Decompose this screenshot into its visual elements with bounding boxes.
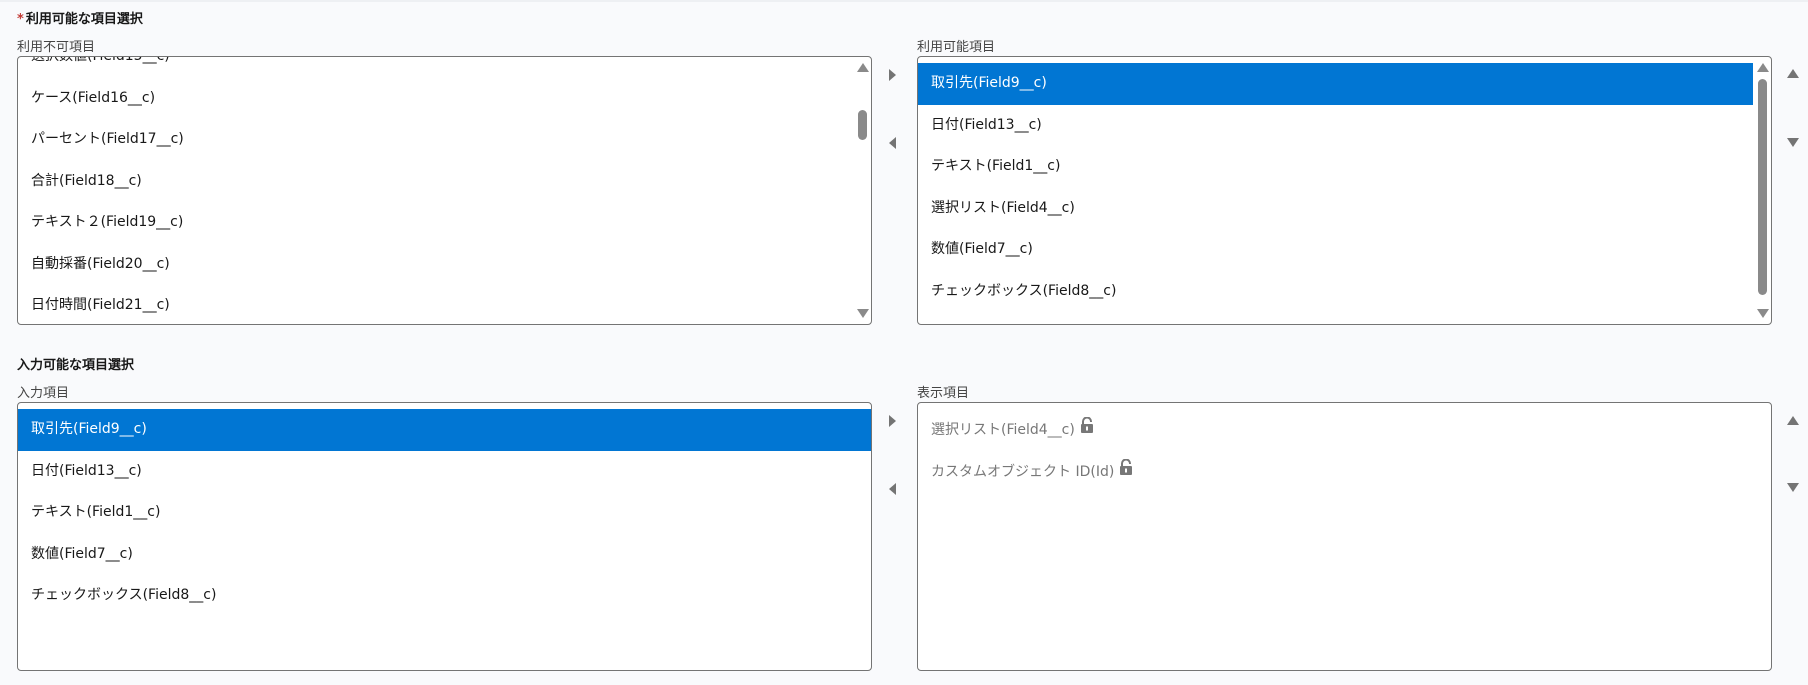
- list-item[interactable]: テキスト２(Field19__c): [18, 202, 871, 244]
- list-item[interactable]: 数値(Field7__c): [18, 534, 871, 576]
- list-item[interactable]: 選択リスト(Field4__c): [918, 409, 1771, 451]
- list-item[interactable]: 取引先(Field9__c): [18, 409, 871, 451]
- scroll-thumb[interactable]: [858, 110, 867, 140]
- list-item[interactable]: 自動採番(Field20__c): [18, 244, 871, 286]
- unavailable-list-label: 利用不可項目: [17, 40, 96, 55]
- list-item[interactable]: 日付(Field13__c): [918, 105, 1753, 147]
- list-item-label: 選択リスト(Field4__c): [931, 199, 1075, 216]
- available-list-label: 利用可能項目: [917, 40, 996, 55]
- list-item-label: テキスト(Field1__c): [931, 158, 1061, 174]
- list-item-label: 選択リスト(Field4__c): [931, 421, 1075, 438]
- list-item-label: パーセント(Field17__c): [31, 131, 184, 147]
- list-item-label: 取引先(Field9__c): [31, 421, 147, 437]
- list-item-label: 数値(Field7__c): [31, 545, 133, 562]
- list-item-label: テキスト２(Field19__c): [31, 214, 184, 230]
- move-right-button-2[interactable]: [889, 415, 896, 427]
- scrollbar[interactable]: [1755, 57, 1769, 324]
- list-item-partial[interactable]: [918, 312, 1753, 324]
- list-item-label: 選択数値(Field15__c): [31, 56, 170, 64]
- list-item[interactable]: テキスト(Field1__c): [18, 492, 871, 534]
- scrollbar[interactable]: [855, 57, 869, 324]
- list-item-label: 合計(Field18__c): [31, 172, 142, 189]
- list-item-label: ケース(Field16__c): [31, 89, 156, 106]
- list-item[interactable]: 日付時間(Field21__c): [18, 285, 871, 324]
- list-item-label: チェックボックス(Field8__c): [931, 282, 1117, 299]
- section-title-available-fields: *利用可能な項目選択: [17, 8, 143, 27]
- list-item-label: 取引先(Field9__c): [931, 75, 1047, 91]
- section-title-text: 利用可能な項目選択: [25, 12, 143, 27]
- list-item[interactable]: 数値(Field7__c): [918, 229, 1753, 271]
- move-right-button[interactable]: [889, 69, 896, 81]
- list-item[interactable]: パーセント(Field17__c): [18, 119, 871, 161]
- scroll-up-icon[interactable]: [1757, 63, 1769, 72]
- move-left-button-2[interactable]: [889, 483, 896, 495]
- list-item-label: 日付(Field13__c): [31, 462, 142, 479]
- list-item[interactable]: 選択リスト(Field4__c): [918, 188, 1753, 230]
- list-item-label: チェックボックス(Field8__c): [31, 587, 217, 603]
- section-title-input-fields: 入力可能な項目選択: [17, 358, 135, 373]
- move-left-button[interactable]: [889, 137, 896, 149]
- list-item[interactable]: 合計(Field18__c): [18, 161, 871, 203]
- list-item[interactable]: ケース(Field16__c): [18, 78, 871, 120]
- scroll-up-icon[interactable]: [857, 63, 869, 72]
- display-listbox[interactable]: 選択リスト(Field4__c) カスタムオブジェクト ID(Id): [917, 402, 1772, 671]
- list-item[interactable]: テキスト(Field1__c): [918, 146, 1753, 188]
- list-item[interactable]: 取引先(Field9__c): [918, 63, 1753, 105]
- list-item[interactable]: 選択数値(Field15__c): [18, 56, 871, 78]
- move-up-button[interactable]: [1787, 69, 1799, 78]
- scroll-thumb[interactable]: [1758, 79, 1767, 295]
- list-item[interactable]: チェックボックス(Field8__c): [918, 271, 1753, 313]
- list-item[interactable]: 日付(Field13__c): [18, 451, 871, 493]
- lock-icon: [1119, 451, 1133, 493]
- move-down-button-2[interactable]: [1787, 483, 1799, 492]
- available-listbox[interactable]: 取引先(Field9__c) 日付(Field13__c) テキスト(Field1_…: [917, 56, 1772, 325]
- lock-icon: [1080, 409, 1094, 451]
- list-item[interactable]: カスタムオブジェクト ID(Id): [918, 451, 1771, 493]
- list-item-label: 自動採番(Field20__c): [31, 255, 170, 272]
- input-listbox[interactable]: 取引先(Field9__c) 日付(Field13__c) テキスト(Field1_…: [17, 402, 872, 671]
- scroll-down-icon[interactable]: [857, 309, 869, 318]
- move-down-button[interactable]: [1787, 138, 1799, 147]
- list-item-label: カスタムオブジェクト ID(Id): [931, 463, 1115, 480]
- list-item-label: 数値(Field7__c): [931, 241, 1033, 257]
- list-item[interactable]: チェックボックス(Field8__c): [18, 575, 871, 617]
- unavailable-listbox[interactable]: 選択数値(Field15__c) ケース(Field16__c) パーセント(Fie…: [17, 56, 872, 325]
- required-marker: *: [17, 12, 24, 27]
- scroll-down-icon[interactable]: [1757, 309, 1769, 318]
- list-item-label: 日付(Field13__c): [931, 116, 1042, 133]
- list-item-label: 日付時間(Field21__c): [31, 297, 170, 313]
- move-up-button-2[interactable]: [1787, 416, 1799, 425]
- display-list-label: 表示項目: [917, 386, 970, 401]
- list-item-label: テキスト(Field1__c): [31, 504, 161, 520]
- input-list-label: 入力項目: [17, 386, 70, 401]
